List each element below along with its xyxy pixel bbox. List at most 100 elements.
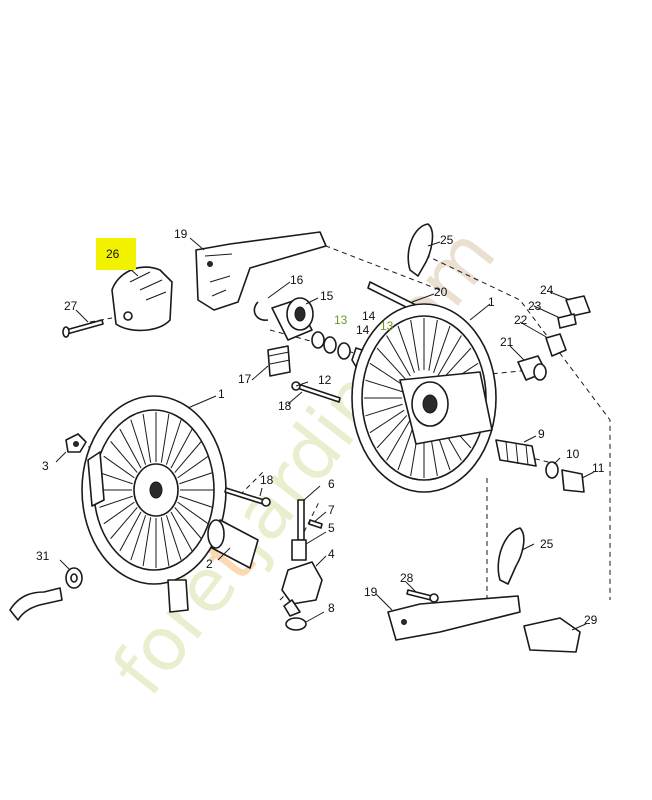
wheel-spoke	[369, 409, 405, 434]
wheel-spoke	[170, 428, 193, 469]
part-2-inlet-tube	[207, 519, 259, 569]
callout-27: 27	[64, 299, 78, 313]
callout-18: 18	[260, 473, 274, 487]
callout-10: 10	[566, 447, 580, 461]
part-31-seal	[65, 567, 83, 589]
callout-24: 24	[540, 283, 554, 297]
hose-connector	[9, 579, 189, 621]
callout-11: 11	[592, 461, 605, 475]
wheel-spoke	[177, 501, 209, 525]
wheel-spoke	[119, 428, 142, 469]
wheel-spoke	[369, 362, 405, 387]
part-26-end-cap	[111, 266, 173, 332]
wheel-spoke	[170, 511, 193, 552]
wheel-spoke	[130, 515, 147, 561]
part-16-snap-ring	[253, 301, 269, 321]
wheel-spoke	[110, 441, 138, 473]
callout-26: 26	[106, 247, 120, 261]
wheel-spoke	[179, 472, 213, 485]
callout-9: 9	[538, 427, 545, 441]
part-19-arm-top	[195, 231, 327, 311]
part-25-handle-top	[407, 223, 434, 277]
part-9-swivel	[495, 439, 537, 467]
callout-18: 18	[278, 399, 292, 413]
part-28-screw	[406, 589, 439, 603]
callout-15: 15	[320, 289, 334, 303]
wheel-spoke	[174, 441, 202, 473]
leader-lines	[55, 237, 595, 631]
part-1-drum-left	[81, 395, 227, 585]
callout-23: 23	[528, 299, 542, 313]
callout-8: 8	[328, 601, 335, 615]
wheel-spoke	[376, 415, 408, 449]
wheel-spoke	[165, 515, 182, 561]
callout-7: 7	[328, 503, 335, 517]
wheel-spoke	[365, 379, 403, 393]
wheel-spoke	[103, 455, 135, 479]
callout-14: 14	[362, 309, 376, 323]
wheel-spoke	[428, 319, 438, 371]
part-25-handle-lower	[497, 527, 525, 585]
callout-12: 12	[318, 373, 332, 387]
part-18-screw-lower	[224, 487, 271, 507]
parts-5-7-pin-spring	[291, 499, 323, 561]
callout-2: 2	[206, 557, 213, 571]
parts-21-24-small	[517, 295, 591, 381]
callout-25: 25	[540, 537, 554, 551]
wheel-spoke	[437, 335, 462, 377]
wheel-spoke	[177, 455, 209, 479]
part-10-o-ring	[545, 461, 559, 479]
callout-5: 5	[328, 521, 335, 535]
wheel-spoke	[103, 501, 135, 525]
callout-20: 20	[434, 285, 448, 299]
callout-labels: 26 19 25 16 20 1 24 27 15 13 14 14 13 23…	[36, 227, 605, 627]
wheel-spoke	[386, 419, 411, 461]
part-15-bushing	[271, 297, 314, 341]
wheel-spoke	[160, 517, 170, 567]
callout-16: 16	[290, 273, 304, 287]
wheel-spoke	[110, 507, 138, 539]
callout-1: 1	[218, 387, 225, 401]
wheel-spoke	[142, 413, 152, 463]
part-1-drum-right	[351, 303, 497, 493]
wheel-spoke	[397, 423, 415, 471]
part-19-arm-lower	[387, 595, 521, 641]
part-29-bracket	[523, 617, 581, 653]
part-8-washer	[285, 617, 307, 631]
callout-21: 21	[500, 335, 514, 349]
callout-1: 1	[488, 295, 495, 309]
wheel-spoke	[174, 507, 202, 539]
part-11-nut	[561, 469, 585, 493]
callout-4: 4	[328, 547, 335, 561]
wheel-spoke	[165, 419, 182, 465]
part-3-nut	[65, 433, 87, 453]
wheel-spoke	[386, 335, 411, 377]
wheel-spoke	[410, 319, 420, 371]
callout-13: 13	[380, 319, 394, 333]
callout-14: 14	[356, 323, 370, 337]
wheel-spoke	[142, 517, 152, 567]
part-17-fitting	[267, 345, 291, 377]
callout-25: 25	[440, 233, 454, 247]
callout-31: 31	[36, 549, 50, 563]
highlight-box	[96, 238, 136, 270]
callout-22: 22	[514, 313, 528, 327]
wheel-spoke	[99, 495, 133, 508]
callout-28: 28	[400, 571, 414, 585]
wheel-spoke	[160, 413, 170, 463]
wheel-spoke	[376, 347, 408, 381]
callout-17: 17	[238, 372, 252, 386]
wheel-spoke	[130, 419, 147, 465]
callout-19: 19	[174, 227, 188, 241]
callout-3: 3	[42, 459, 49, 473]
wheel-spoke	[365, 403, 403, 417]
callout-29: 29	[584, 613, 598, 627]
wheel-spoke	[433, 325, 451, 373]
part-27-screw	[62, 319, 104, 338]
wheel-spoke	[397, 325, 415, 373]
wheel-spoke	[179, 495, 213, 508]
callout-13: 13	[334, 313, 348, 327]
callout-6: 6	[328, 477, 335, 491]
wheel-spoke	[99, 472, 133, 485]
